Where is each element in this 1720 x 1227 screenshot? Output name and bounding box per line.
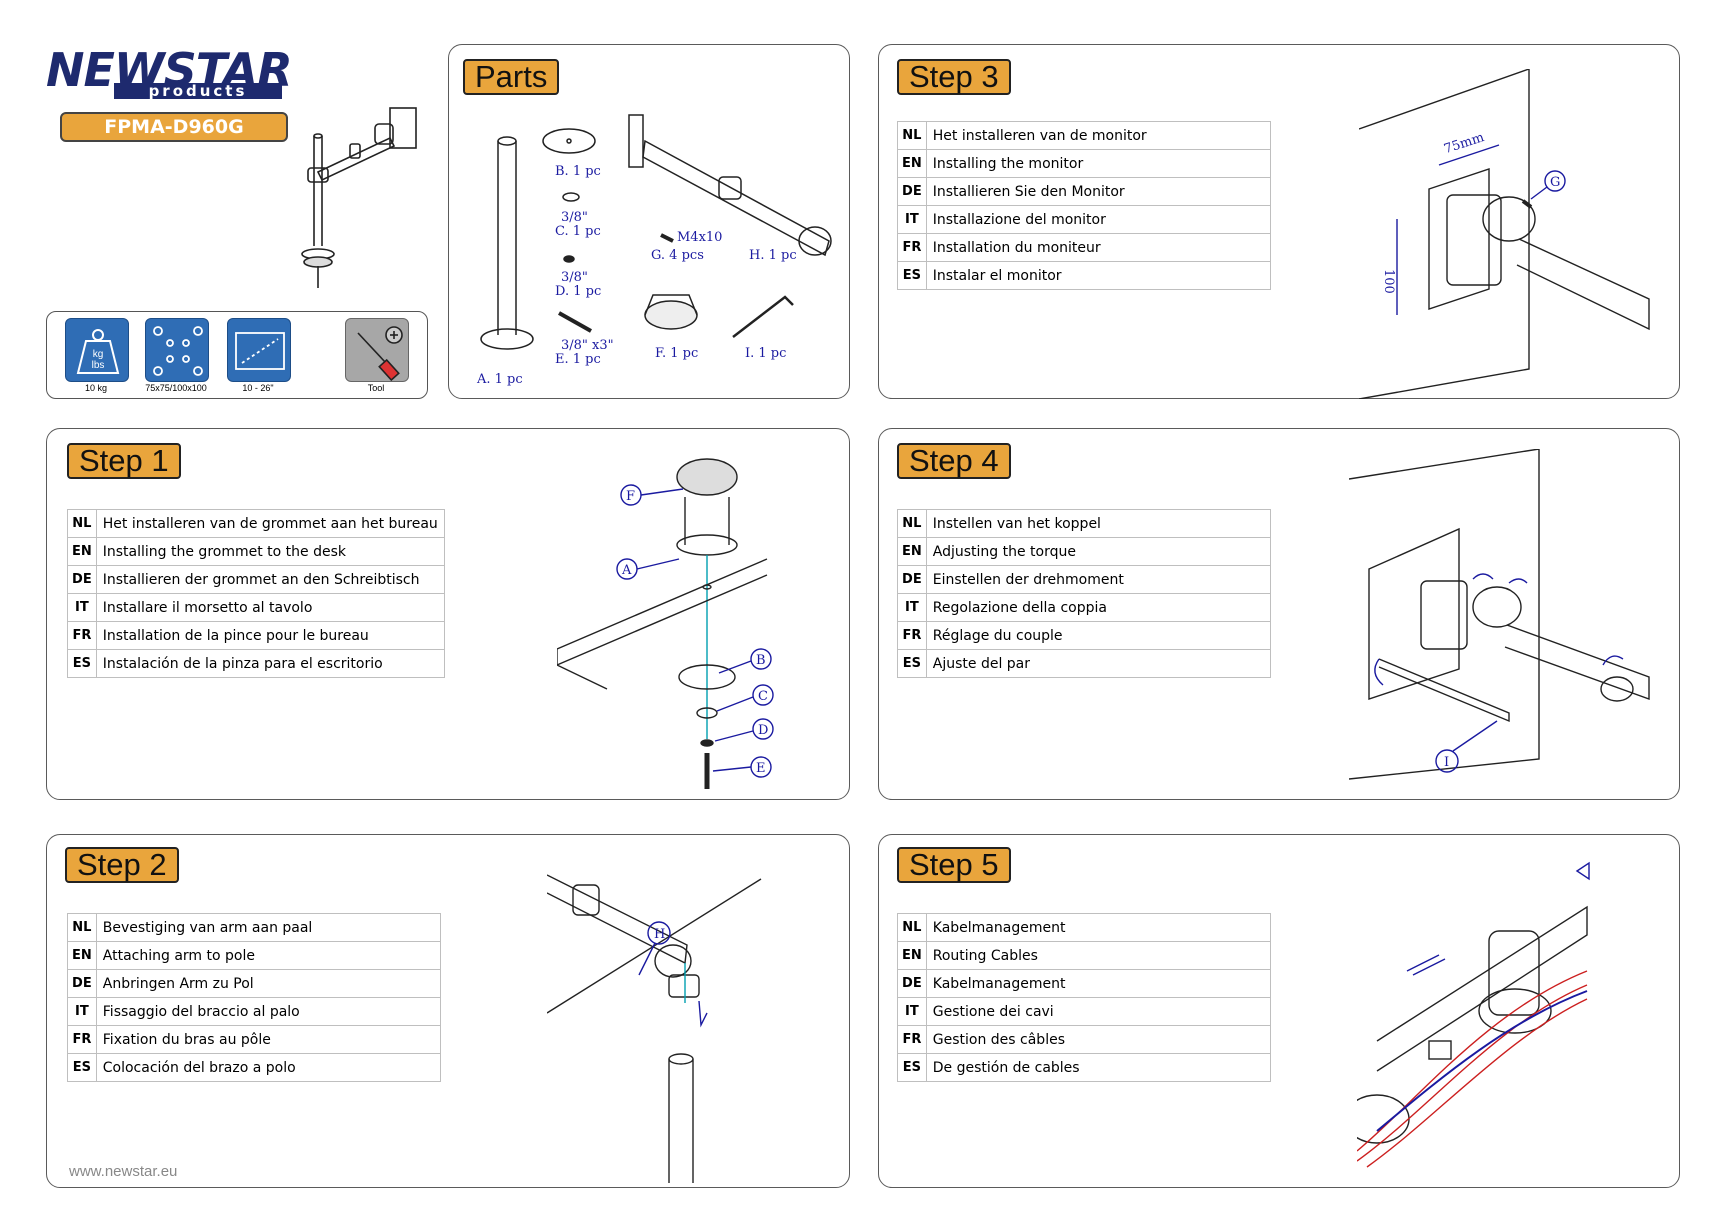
spec-label-tool: Tool [367,383,385,393]
parts-diagram: A. 1 pc B. 1 pc 3/8" C. 1 pc 3/8" D. 1 p… [476,114,832,387]
dimension-75mm: 75mm [1442,130,1486,157]
callout-g: G [1550,175,1560,190]
callout-i: I [1444,755,1449,770]
newstar-logo: NEWSTAR products [44,40,312,100]
callout-h: H [654,927,665,942]
screen-size-icon [227,318,291,382]
part-label-d: D. 1 pc [555,284,601,299]
svg-text:kg: kg [93,349,104,360]
part-label-h: H. 1 pc [749,248,797,263]
callout-d: D [758,723,768,738]
part-label-b: B. 1 pc [555,164,601,179]
part-size-e: 3/8" x3" [561,338,614,353]
website-text: www.newstar.eu [69,1163,178,1180]
step1-diagram: F A B C D E [557,458,774,789]
part-label-f: F. 1 pc [655,346,698,361]
part-label-i: I. 1 pc [745,346,786,361]
model-badge: FPMA-D960G [60,112,288,142]
part-label-e: E. 1 pc [555,352,601,367]
step5-title: Step 5 [897,847,1011,883]
logo-sub-text: products [149,82,248,100]
part-size-c: 3/8" [561,210,588,225]
spec-label-vesa: 75x75/100x100 [145,383,207,393]
dimension-100: 100 [1381,269,1396,294]
screwdriver-icon [345,318,409,382]
callout-c: C [758,689,768,704]
callout-f: F [626,489,635,504]
callout-e: E [756,761,766,776]
spec-label-weight: 10 kg [84,383,108,393]
step2-title: Step 2 [65,847,179,883]
part-label-c: C. 1 pc [555,224,601,239]
step3-title: Step 3 [897,59,1011,95]
svg-text:lbs: lbs [92,360,105,371]
callout-a: A [621,563,632,578]
part-label-g: G. 4 pcs [651,248,704,263]
part-size-g: M4x10 [677,230,722,245]
weight-icon: kg lbs [65,318,129,382]
step1-title: Step 1 [67,443,181,479]
step4-title: Step 4 [897,443,1011,479]
parts-title: Parts [463,59,560,95]
part-label-a: A. 1 pc [476,372,523,387]
step2-diagram: H [547,874,762,1183]
parts-panel: Parts A. 1 pc B. 1 pc 3/8" C. 1 pc 3/8" … [448,44,850,399]
step4-diagram: I [1349,449,1650,780]
spec-bar: kg lbs 10 kg 75x75/100x100 10 - 26" Tool [46,311,428,399]
spec-label-screen: 10 - 26" [242,383,274,393]
product-illustration [290,96,430,296]
step5-diagram [1357,861,1590,1168]
step3-diagram: 100 75mm G [1359,69,1650,399]
callout-b: B [756,653,766,668]
vesa-pattern-icon [145,318,209,382]
part-size-d: 3/8" [561,270,588,285]
